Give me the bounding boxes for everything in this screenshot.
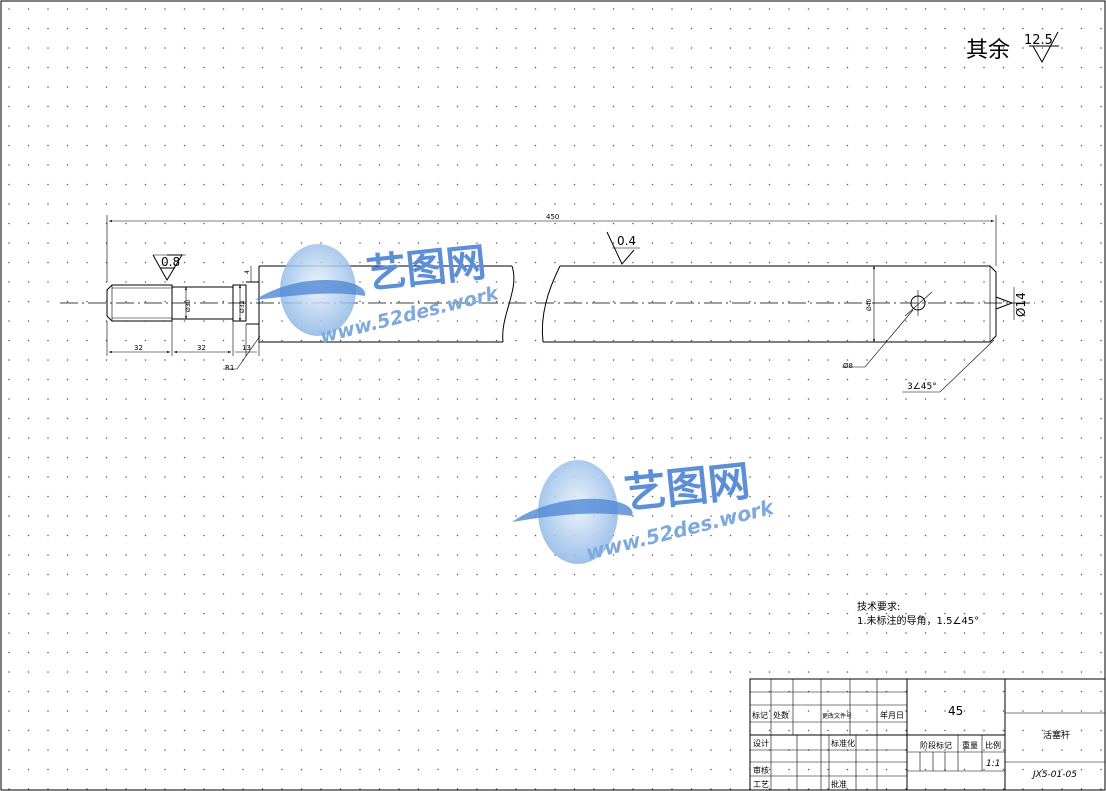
dim-chamfer: 3∠45° <box>907 382 937 392</box>
tb-review: 审核 <box>753 765 769 775</box>
roughness-mid: 0.4 <box>617 234 636 248</box>
tb-date: 年月日 <box>880 710 904 720</box>
tb-mark: 标记 <box>752 710 768 720</box>
tb-standardization: 标准化 <box>831 738 855 748</box>
tb-designer: 设计 <box>753 738 769 748</box>
dim-len-13: 13 <box>242 344 251 352</box>
tb-weight: 重量 <box>962 740 978 750</box>
dim-hole: Ø8 <box>843 362 853 370</box>
dim-dia-30: Ø30 <box>185 299 192 312</box>
tech-heading: 技术要求: <box>857 600 900 613</box>
dim-radius: R1 <box>225 364 234 372</box>
tb-process: 工艺 <box>753 780 769 789</box>
watermark-top: 艺图网 www.52des.work <box>255 240 502 348</box>
title-block: 标记 处数 更改文件号 年月日 设计 标准化 审核 工艺 批准 阶段标记 重量 … <box>749 678 1106 791</box>
dim-len-32a: 32 <box>134 344 143 352</box>
dim-step-4: 4 <box>244 270 251 274</box>
overall-length-dimension: 450 <box>106 213 997 282</box>
tb-drawing-no: JX5-01-05 <box>1031 770 1077 780</box>
tb-scale: 比例 <box>985 740 1001 750</box>
dim-len-32b: 32 <box>197 344 206 352</box>
general-roughness-value: 12.5 <box>1024 33 1053 48</box>
dim-dia-40: Ø40 <box>866 298 873 311</box>
tb-stage-mark: 阶段标记 <box>920 740 952 750</box>
dim-450: 450 <box>546 213 559 221</box>
tb-doc: 更改文件号 <box>822 712 852 720</box>
length-dimensions: 32 32 13 <box>106 321 260 356</box>
tech-item-1: 1.未标注的导角，1.5∠45° <box>857 614 979 627</box>
general-roughness-label: 其余 <box>966 38 1010 63</box>
technical-requirements: 技术要求: 1.未标注的导角，1.5∠45° <box>857 600 979 627</box>
tb-count: 处数 <box>773 710 789 720</box>
tb-approve: 批准 <box>831 779 847 789</box>
roughness-marks: 0.8 0.4 <box>152 231 640 281</box>
tb-scale-value: 1:1 <box>986 759 1000 769</box>
dim-dia-32: Ø32 <box>239 300 246 313</box>
dim-center-hole: Ø14 <box>1014 292 1028 317</box>
general-roughness: 其余 12.5 <box>966 31 1059 64</box>
tb-part-name: 活塞杆 <box>1043 729 1070 741</box>
shaft-outline <box>106 265 1014 343</box>
diameter-dimensions: Ø30 Ø32 Ø40 4 <box>184 265 876 343</box>
tb-material: 45 <box>948 704 963 718</box>
roughness-left: 0.8 <box>161 255 180 269</box>
roughness-symbol <box>1029 31 1059 64</box>
leaders: R1 Ø8 3∠45° Ø14 <box>223 287 1028 393</box>
